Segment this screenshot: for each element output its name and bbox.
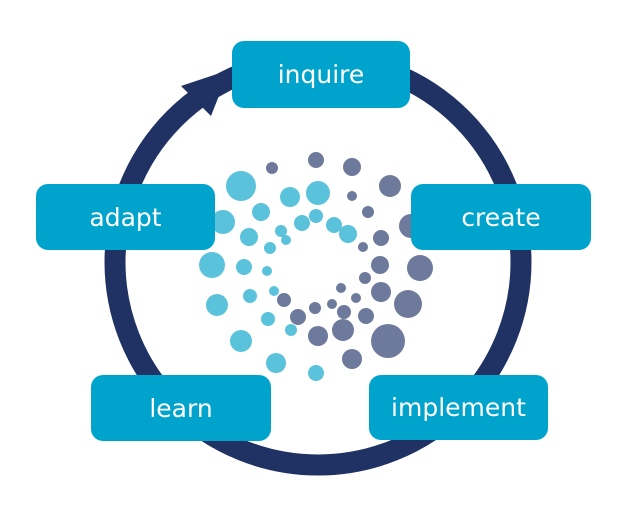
spiral-dot [308,326,328,346]
spiral-dot [266,353,286,373]
spiral-dot [308,152,324,168]
spiral-dot [252,203,270,221]
step-create-label: create [461,202,541,232]
spiral-dot [337,305,351,319]
step-implement-label: implement [391,393,526,422]
step-inquire-label: inquire [277,60,365,89]
spiral-dot [269,286,279,296]
step-learn: learn [91,375,271,441]
spiral-dot [308,365,324,381]
spiral-dot [326,217,342,233]
spiral-dot [343,158,361,176]
spiral-dot [266,162,278,174]
spiral-dot [336,283,346,293]
spiral-dot [277,293,291,307]
spiral-dot [347,191,357,201]
step-learn-label: learn [149,393,213,423]
spiral-dot [327,299,337,309]
spiral-dot [264,242,276,254]
spiral-dot [280,187,300,207]
spiral-dot [394,290,422,318]
spiral-dot [358,308,374,324]
step-adapt: adapt [36,184,215,250]
spiral-dot [362,206,374,218]
spiral-dot [379,175,401,197]
spiral-dot [230,330,252,352]
spiral-dot [351,293,361,303]
spiral-dot [373,230,389,246]
step-adapt-label: adapt [89,202,162,232]
spiral-dot [306,181,330,205]
spiral-dot [240,228,258,246]
spiral-dot [199,252,225,278]
spiral-dot [294,215,310,231]
cycle-arrowhead-icon [181,70,229,116]
spiral-dot [262,266,272,276]
spiral-dot [371,256,389,274]
spiral-dot [309,209,323,223]
spiral-dot [285,324,297,336]
spiral-dot [358,242,368,252]
step-create: create [411,184,591,250]
spiral-dot [407,255,433,281]
spiral-dot [309,302,321,314]
spiral-dot [342,349,362,369]
spiral-dot [339,225,357,243]
spiral-dot [371,324,405,358]
spiral-dot [332,319,354,341]
spiral-dot [236,259,252,275]
spiral-dot [371,282,391,302]
dotted-spiral-icon [199,152,433,381]
spiral-dot [211,210,235,234]
spiral-dot [359,272,371,284]
step-implement: implement [369,375,548,440]
spiral-dot [206,294,228,316]
spiral-dot [243,289,257,303]
spiral-dot [275,225,287,237]
spiral-dot [226,171,256,201]
step-inquire: inquire [232,41,410,108]
spiral-dot [281,235,291,245]
spiral-dot [290,309,306,325]
spiral-dot [261,312,275,326]
